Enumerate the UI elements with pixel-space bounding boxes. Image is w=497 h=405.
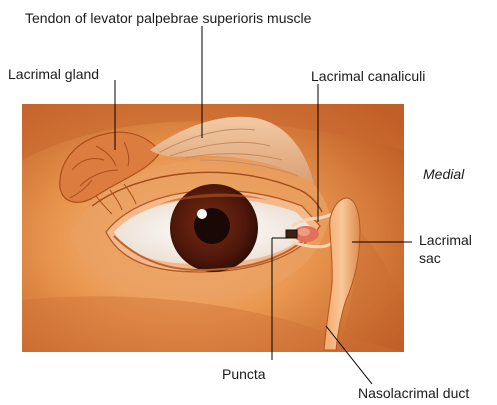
label-lacrimal-sac-1: Lacrimal: [419, 232, 472, 248]
label-lacrimal-gland: Lacrimal gland: [8, 66, 99, 82]
label-lacrimal-canaliculi: Lacrimal canaliculi: [311, 68, 425, 84]
punctum-upper: [286, 230, 297, 238]
label-puncta: Puncta: [222, 366, 266, 382]
label-nasolacrimal-duct: Nasolacrimal duct: [358, 385, 469, 401]
label-lacrimal-sac-2: sac: [419, 250, 441, 266]
label-medial: Medial: [423, 166, 464, 182]
pupil-highlight: [197, 209, 207, 219]
label-tendon: Tendon of levator palpebrae superioris m…: [25, 10, 311, 26]
